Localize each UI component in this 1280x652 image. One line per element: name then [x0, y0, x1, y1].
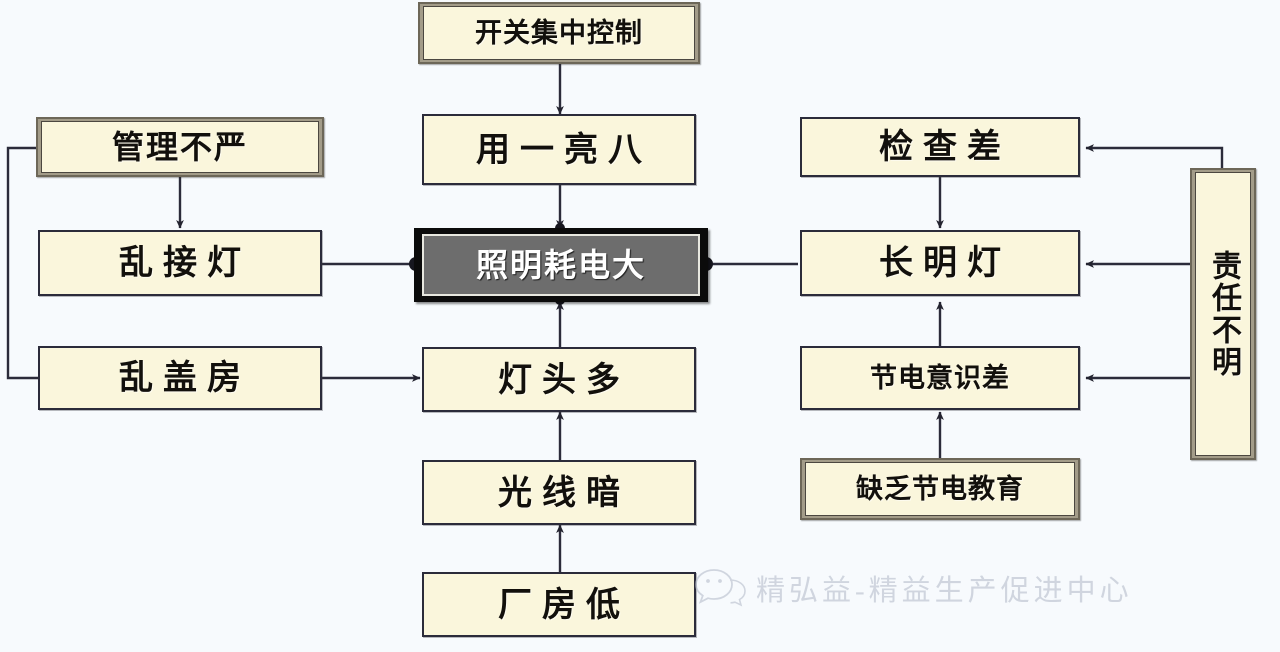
node-central-label: 照明耗电大 [475, 247, 646, 283]
node-messy-building-label: 乱盖房 [119, 359, 251, 397]
node-low-awareness[interactable]: 节电意识差 [800, 346, 1080, 410]
watermark: 精弘益-精益生产促进中心 [694, 566, 1133, 610]
node-unclear-duty-label: 责任不明 [1207, 250, 1240, 378]
node-many-lamps[interactable]: 灯头多 [422, 347, 696, 412]
node-poor-inspection-label: 检查差 [879, 128, 1011, 166]
node-lax-management-inner: 管理不严 [41, 121, 319, 173]
node-unclear-duty[interactable]: 责任不明 [1190, 168, 1256, 460]
node-switch-control-inner: 开关集中控制 [423, 6, 695, 60]
watermark-text: 精弘益-精益生产促进中心 [756, 575, 1133, 607]
node-ever-on-lamp[interactable]: 长明灯 [800, 230, 1080, 296]
node-unclear-duty-inner: 责任不明 [1195, 172, 1251, 456]
node-dim-light[interactable]: 光线暗 [422, 460, 696, 525]
node-messy-wiring-label: 乱接灯 [119, 244, 251, 282]
node-one-on-eight[interactable]: 用一亮八 [422, 114, 696, 185]
node-messy-building[interactable]: 乱盖房 [38, 346, 322, 410]
node-dim-light-label: 光线暗 [498, 473, 630, 512]
node-no-education-inner: 缺乏节电教育 [805, 462, 1075, 516]
node-switch-control[interactable]: 开关集中控制 [418, 2, 700, 64]
node-no-education-label: 缺乏节电教育 [856, 473, 1024, 504]
node-ever-on-lamp-label: 长明灯 [879, 244, 1011, 282]
node-lax-management-label: 管理不严 [111, 129, 248, 165]
node-switch-control-label: 开关集中控制 [475, 17, 643, 48]
node-lax-management[interactable]: 管理不严 [36, 117, 324, 177]
node-central-lighting-power[interactable]: 照明耗电大 [414, 228, 708, 302]
node-many-lamps-label: 灯头多 [498, 360, 630, 399]
node-messy-wiring[interactable]: 乱接灯 [38, 230, 322, 296]
node-one-on-eight-label: 用一亮八 [476, 130, 652, 169]
node-poor-inspection[interactable]: 检查差 [800, 117, 1080, 177]
node-low-workshop[interactable]: 厂房低 [422, 572, 696, 637]
edge-duty-to-inspection [1085, 144, 1224, 168]
node-low-awareness-label: 节电意识差 [870, 362, 1010, 393]
wechat-logo-icon [695, 569, 746, 607]
node-no-education[interactable]: 缺乏节电教育 [800, 458, 1080, 520]
node-low-workshop-label: 厂房低 [498, 585, 630, 624]
node-central-inner: 照明耗电大 [422, 234, 700, 296]
